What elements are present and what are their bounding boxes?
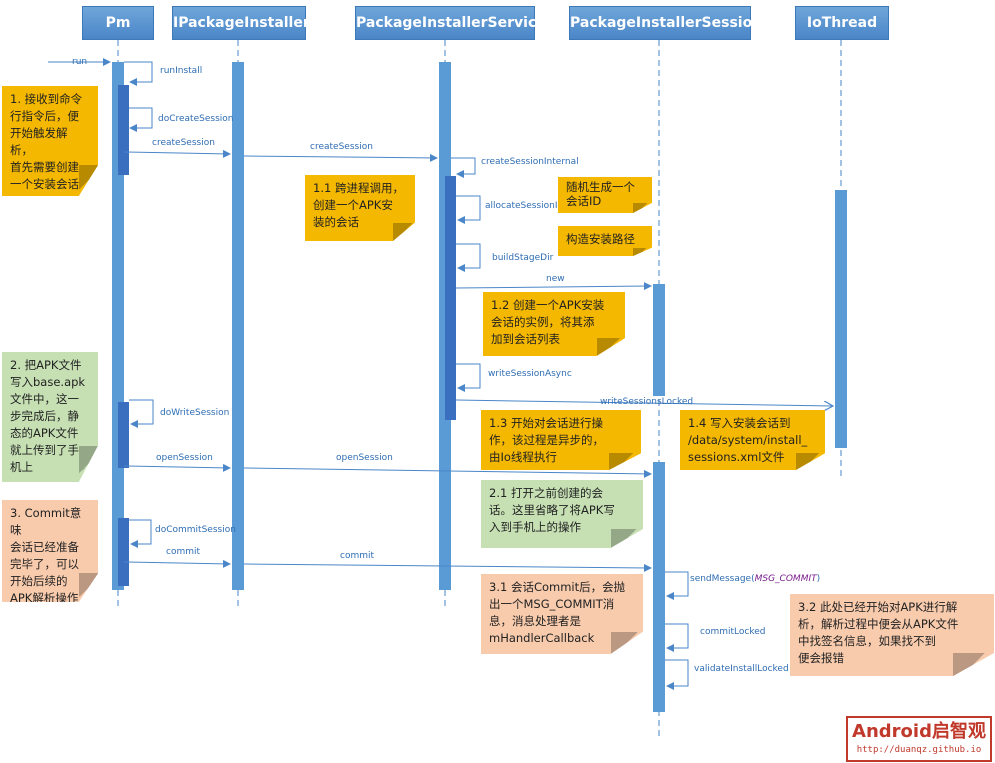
activation-pm-write [118,402,129,468]
activation-session-open [653,462,665,712]
activation-ipi [232,62,244,590]
activation-iothread [835,190,847,448]
arrow-opensession-1 [123,463,231,472]
note-1-4: 1.4 写入安装会话到 /data/system/install_ sessio… [680,410,825,470]
arrow-createsession-2 [243,153,438,162]
message-createsessioninternal: createSessionInternal [481,157,579,167]
arrow-opensession-2 [243,467,652,478]
note-1-3: 1.3 开始对会话进行操 作，该过程是异步的， 由Io线程执行 [481,410,641,470]
message-docommitsession: doCommitSession [155,525,236,535]
note-build-dir: 构造安装路径 [558,226,652,256]
arrow-createsession-1 [123,149,231,158]
note-3: 3. Commit意味 会话已经准备 完毕了，可以 开始后续的 APK解析操作 [2,500,98,602]
message-run: run [72,57,88,67]
arrow-writesessionasync [456,363,481,392]
lifeline-head-packageinstallerservice: PackageInstallerService [355,6,546,40]
note-1: 1. 接收到命令 行指令后，便 开始触发解析， 首先需要创建 一个安装会话 Se… [2,86,98,196]
arrow-allocatesessionid [456,195,481,224]
arrow-writesessionslocked [455,399,833,406]
message-opensession-2: openSession [336,453,393,463]
watermark-logo: Android启智观 http://duanqz.github.io [846,716,992,762]
lifeline-head-ipackageinstaller: IPackageInstaller [172,6,310,40]
note-random-id: 随机生成一个 会话ID [558,177,652,213]
arrow-commit-2 [243,563,652,572]
message-buildstagedir: buildStageDir [492,253,554,263]
message-validateinstalllocked: validateInstallLocked [694,664,789,674]
message-allocatesessionid: allocateSessionId [485,201,564,211]
arrow-sendmessage [665,571,689,600]
arrow-createsessioninternal [451,157,476,178]
message-sendmessage-close: ) [816,574,821,584]
message-commitlocked: commitLocked [700,627,766,637]
note-3-2: 3.2 此处已经开始对APK进行解 析，解析过程中便会从APK文件 中找签名信息… [790,594,994,676]
arrow-runinstall [124,61,153,86]
note-1-2: 1.2 创建一个APK安装 会话的实例，将其添 加到会话列表 [483,292,625,356]
arrow-docommitsession [129,519,152,548]
watermark-url: http://duanqz.github.io [856,745,982,755]
arrow-commit-1 [123,559,231,568]
lifeline-head-pm: Pm [82,6,154,40]
message-writesessionslocked: writeSessionsLocked [600,397,694,407]
activation-session-new [653,284,665,396]
watermark-title: Android启智观 [852,721,986,742]
message-commit-1: commit [166,547,201,557]
arrow-docreatesession [129,107,153,132]
activation-pm-commit [118,518,129,586]
note-1-1: 1.1 跨进程调用， 创建一个APK安 装的会话 [305,175,415,241]
message-createsession-2: createSession [310,142,373,152]
message-new: new [546,274,565,284]
message-commit-2: commit [340,551,375,561]
lifeline-head-iothread: IoThread [795,6,889,40]
message-docreatesession: doCreateSession [158,114,234,124]
arrow-commitlocked [665,623,689,652]
message-sendmessage: sendMessage(MSG_COMMIT) [690,574,820,584]
note-2-1: 2.1 打开之前创建的会 话。这里省略了将APK写 入到手机上的操作 [481,480,643,548]
arrow-buildstagedir [456,243,481,272]
message-writesessionasync: writeSessionAsync [488,369,572,379]
arrow-dowritesession [129,399,154,428]
lifeline-head-packageinstallersession: PackageInstallerSession [569,6,762,40]
message-sendmessage-arg: MSG_COMMIT [754,574,817,584]
message-sendmessage-name: sendMessage( [690,574,755,584]
activation-pm-create [118,85,129,175]
note-3-1: 3.1 会话Commit后，会抛 出一个MSG_COMMIT消 息，消息处理者是… [481,574,643,654]
message-dowritesession: doWriteSession [160,408,230,418]
message-opensession-1: openSession [156,453,213,463]
message-createsession-1: createSession [152,138,215,148]
message-runinstall: runInstall [160,66,203,76]
note-2: 2. 把APK文件 写入base.apk 文件中，这一 步完成后，静 态的APK… [2,352,98,482]
activation-pis-internal [445,176,456,420]
arrow-new [455,282,652,291]
arrow-validateinstalllocked [665,659,689,690]
